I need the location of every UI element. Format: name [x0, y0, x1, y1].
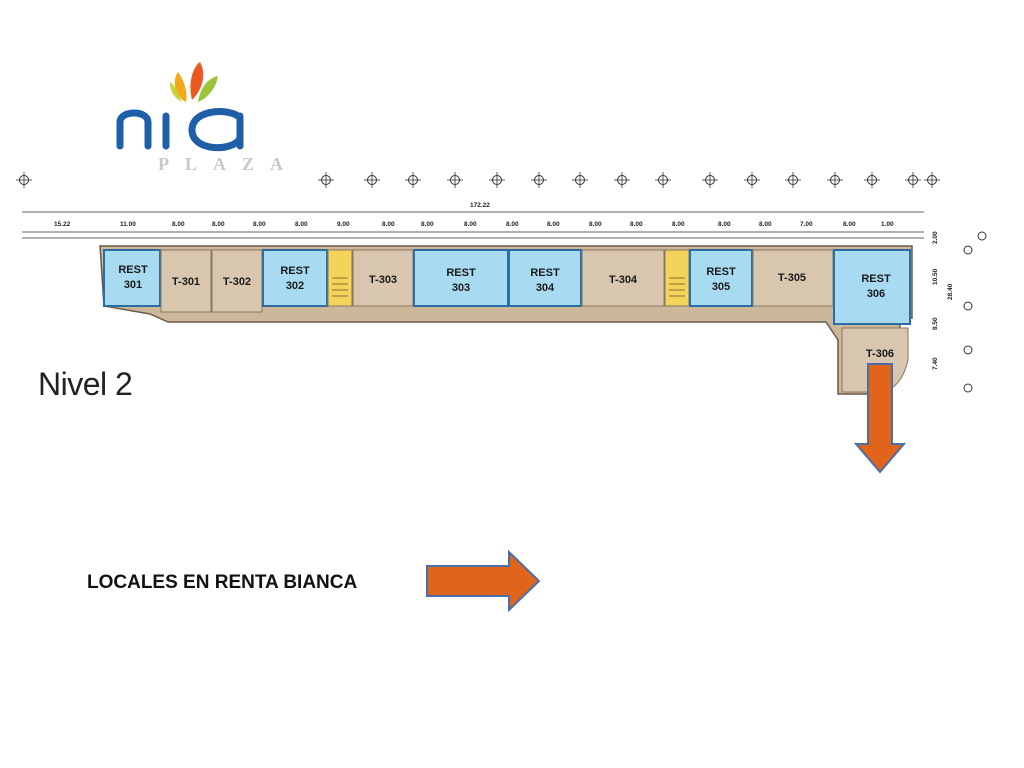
- unit-rest-303: [413, 249, 509, 307]
- column-marker-icon: [16, 172, 32, 188]
- column-marker-icon: [963, 383, 973, 393]
- side-dimension: 28.40: [947, 283, 954, 300]
- right-arrow-icon: [426, 550, 541, 612]
- unit-label: REST: [446, 267, 476, 279]
- flower-icon: [170, 62, 218, 102]
- unit-label: 306: [867, 288, 885, 300]
- side-dimension: 2.00: [932, 231, 939, 244]
- segment-dimension: 9.00: [337, 221, 350, 228]
- unit-rest-301: [103, 249, 161, 307]
- side-dimensions: 2.00 10.50 28.40 8.50 7.40: [932, 231, 987, 393]
- nia-plaza-logo: PLAZA: [116, 62, 288, 174]
- column-marker-icon: [924, 172, 940, 188]
- unit-label: T-304: [609, 274, 638, 286]
- unit-label: T-303: [369, 274, 397, 286]
- column-marker-icon: [531, 172, 547, 188]
- unit-t-303: [352, 249, 414, 307]
- column-marker-icon: [963, 301, 973, 311]
- segment-dimension: 8.00: [464, 221, 477, 228]
- unit-label: 301: [124, 279, 142, 291]
- unit-rest-304: [508, 249, 582, 307]
- column-marker-icon: [364, 172, 380, 188]
- segment-dimension: 8.00: [843, 221, 856, 228]
- unit-t-301: [160, 249, 212, 313]
- column-marker-icon: [785, 172, 801, 188]
- column-marker-icon: [827, 172, 843, 188]
- column-marker-icon: [447, 172, 463, 188]
- unit-label: REST: [280, 265, 310, 277]
- column-marker-icon: [655, 172, 671, 188]
- segment-dimension: 8.00: [212, 221, 225, 228]
- column-marker-icon: [489, 172, 505, 188]
- unit-label: 303: [452, 282, 470, 294]
- segment-dimensions: 15.22 11.00 8.00 8.00 8.00 8.00 9.00 8.00 8.00 8.…: [54, 221, 894, 228]
- column-marker-icon: [572, 172, 588, 188]
- unit-t-302: [211, 249, 263, 313]
- unit-rest-306: [833, 249, 911, 325]
- unit-label: 305: [712, 281, 730, 293]
- unit-labels: REST 301 T-301 T-302 REST 302 T-303 REST…: [118, 264, 894, 360]
- unit-label: T-306: [866, 348, 894, 360]
- segment-dimension: 1.00: [881, 221, 894, 228]
- column-marker-icon: [614, 172, 630, 188]
- unit-label: REST: [530, 267, 560, 279]
- side-dimension: 7.40: [932, 357, 939, 370]
- segment-dimension: 8.00: [718, 221, 731, 228]
- unit-label: REST: [861, 273, 891, 285]
- stair-hatching: [332, 277, 685, 297]
- unit-t-304: [581, 249, 665, 307]
- segment-dimension: 8.00: [382, 221, 395, 228]
- down-arrow-icon: [853, 363, 907, 474]
- column-marker-icon: [963, 345, 973, 355]
- unit-label: T-305: [778, 272, 806, 284]
- segment-dimension: 8.00: [672, 221, 685, 228]
- column-marker-icon: [905, 172, 921, 188]
- unit-label: REST: [706, 266, 736, 278]
- logo-wordmark: [116, 108, 244, 152]
- unit-label: T-302: [223, 276, 251, 288]
- logo-subtitle: PLAZA: [158, 154, 288, 174]
- side-dimension: 8.50: [932, 317, 939, 330]
- segment-dimension: 8.00: [506, 221, 519, 228]
- segment-dimension: 8.00: [759, 221, 772, 228]
- unit-label: 302: [286, 280, 304, 292]
- unit-label: REST: [118, 264, 148, 276]
- unit-t-305: [752, 249, 834, 307]
- column-marker-icon: [702, 172, 718, 188]
- dimension-lines: [22, 211, 924, 239]
- segment-dimension: 8.00: [253, 221, 266, 228]
- segment-dimension: 8.00: [295, 221, 308, 228]
- column-marker-icon: [963, 245, 973, 255]
- caption-text: LOCALES EN RENTA BIANCA: [87, 572, 358, 593]
- segment-dimension: 8.00: [421, 221, 434, 228]
- segment-dimension: 7.00: [800, 221, 813, 228]
- column-marker-icon: [977, 231, 987, 241]
- column-marker-icon: [864, 172, 880, 188]
- side-dimension: 10.50: [932, 268, 939, 285]
- column-marker-icon: [318, 172, 334, 188]
- column-marker-icon: [405, 172, 421, 188]
- column-markers: [16, 172, 940, 188]
- segment-dimension: 8.00: [547, 221, 560, 228]
- unit-label: 304: [536, 282, 555, 294]
- segment-dimension: 15.22: [54, 221, 71, 228]
- segment-dimension: 8.00: [172, 221, 185, 228]
- unit-rest-305: [689, 249, 753, 307]
- total-dimension: 172.22: [470, 202, 490, 209]
- unit-label: T-301: [172, 276, 200, 288]
- segment-dimension: 8.00: [589, 221, 602, 228]
- level-title: Nivel 2: [38, 366, 133, 402]
- column-marker-icon: [744, 172, 760, 188]
- segment-dimension: 8.00: [630, 221, 643, 228]
- segment-dimension: 11.00: [120, 221, 136, 228]
- unit-rest-302: [262, 249, 328, 307]
